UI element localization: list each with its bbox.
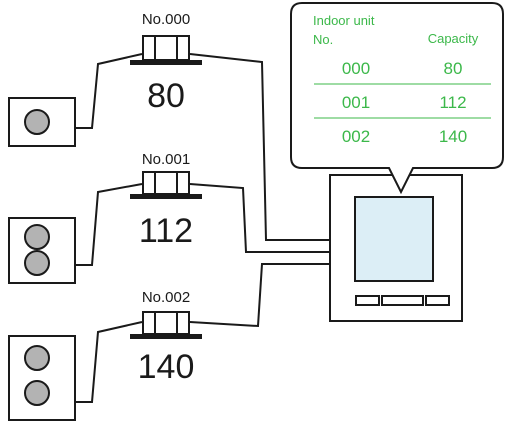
callout-row-1-no: 001 — [342, 93, 370, 112]
wire-unit-0-left — [75, 53, 143, 129]
wire-unit-0-right — [189, 53, 330, 241]
connector-1 — [130, 171, 202, 199]
callout-row-0-no: 000 — [342, 59, 370, 78]
callout-header-unit-line1: Indoor unit — [313, 13, 375, 28]
unit-2-capacity: 140 — [138, 348, 195, 386]
callout-table: Indoor unit No. Capacity 000 80 001 112 … — [313, 13, 491, 146]
lamp-icon — [24, 345, 50, 371]
callout-bubble — [290, 2, 504, 195]
callout-header-capacity: Capacity — [428, 31, 479, 46]
lamp-icon — [24, 380, 50, 406]
callout-row-2-capacity: 140 — [439, 127, 467, 146]
callout-row-0-capacity: 80 — [444, 59, 463, 78]
wiring-lines — [75, 53, 330, 403]
wire-unit-1-left — [75, 183, 143, 266]
callout-row-1-capacity: 112 — [439, 93, 466, 112]
wire-unit-2-right — [189, 263, 330, 328]
callout-header-unit-line2: No. — [313, 32, 333, 47]
lamp-icon — [24, 109, 50, 135]
indoor-unit-1 — [8, 217, 76, 284]
indoor-unit-2 — [8, 335, 76, 421]
controller-button-left — [355, 295, 380, 306]
unit-2-number: No.002 — [142, 289, 190, 306]
connector-2 — [130, 311, 202, 339]
lamp-icon — [24, 224, 50, 250]
controller-screen — [354, 196, 434, 282]
wire-unit-1-right — [189, 183, 330, 253]
unit-0-capacity: 80 — [147, 77, 185, 115]
unit-1-capacity: 112 — [139, 212, 193, 250]
lamp-icon — [24, 250, 50, 276]
controller-button-center — [381, 295, 424, 306]
connector-0 — [130, 35, 202, 65]
indoor-unit-0 — [8, 97, 76, 147]
unit-0-number: No.000 — [142, 11, 190, 28]
controller-button-right — [425, 295, 450, 306]
callout-row-2-no: 002 — [342, 127, 370, 146]
unit-1-number: No.001 — [142, 151, 190, 168]
wire-unit-2-left — [75, 321, 143, 403]
remote-controller — [329, 174, 463, 322]
